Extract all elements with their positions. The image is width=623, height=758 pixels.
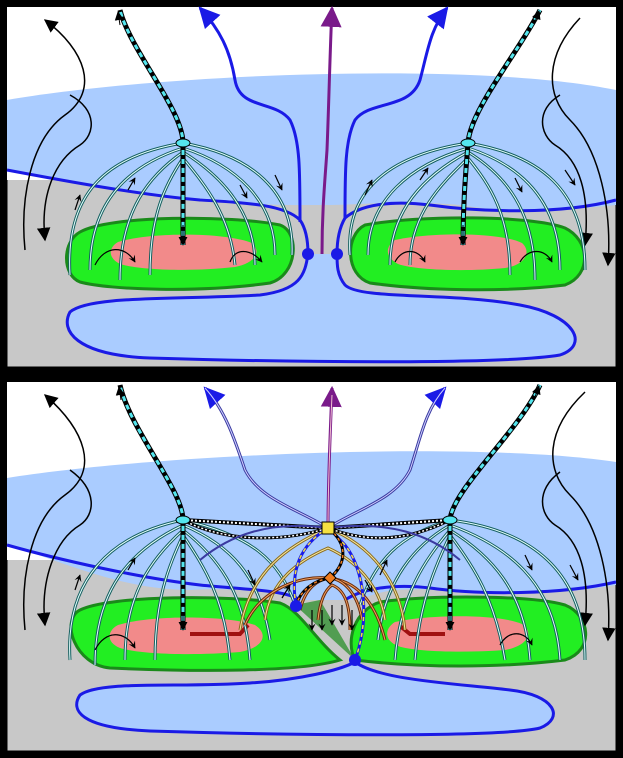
- bottom-open-far-right: [327, 524, 461, 561]
- top-blue-open-right: [343, 6, 449, 219]
- bottom-open-purple-inner: [327, 394, 333, 529]
- bottom-open-left-inner: [204, 387, 329, 529]
- top-field-line-left-inner: [36, 94, 92, 242]
- top-right-spine: [458, 8, 543, 246]
- top-separatrix-left: [6, 168, 310, 255]
- top-left-umbra: [110, 234, 257, 270]
- top-loop-arrows: [74, 167, 576, 266]
- bottom-right-null-point: [442, 515, 458, 525]
- bottom-null-left: [290, 600, 302, 612]
- bottom-right-spine: [442, 383, 543, 631]
- bottom-left-null-point: [175, 515, 191, 525]
- top-field-line-right-outer: [551, 17, 616, 267]
- bottom-lower-lobe: [75, 660, 555, 737]
- bottom-right-ribbon: [398, 624, 445, 636]
- bottom-right-umbra: [387, 616, 529, 652]
- top-field-line-right-inner: [541, 94, 593, 247]
- top-right-null-point: [460, 138, 476, 148]
- top-left-null-point: [175, 138, 191, 148]
- top-null-right: [331, 248, 343, 260]
- top-panel: [2, 2, 621, 372]
- bottom-field-line-right-outer: [552, 391, 616, 642]
- bottom-flare-arrows: [281, 579, 373, 631]
- top-left-spine: [114, 9, 191, 246]
- top-lower-lobe: [65, 253, 577, 364]
- bottom-left-spine: [115, 384, 191, 631]
- bottom-panel: [2, 377, 621, 756]
- bottom-open-far-left: [199, 524, 329, 561]
- bottom-open-right-inner: [327, 387, 446, 529]
- top-null-left: [302, 248, 314, 260]
- bottom-field-line-left-inner: [36, 469, 92, 627]
- bottom-field-line-right-inner: [541, 471, 593, 627]
- bottom-orange-null: [323, 571, 337, 585]
- top-blue-open-left: [198, 6, 302, 223]
- top-field-line-left-outer: [23, 19, 86, 251]
- bottom-loop-arrows: [74, 554, 579, 651]
- top-open-field-purple: [320, 5, 342, 255]
- bottom-field-line-left-outer: [23, 394, 86, 631]
- bottom-central-null: [321, 521, 335, 535]
- bottom-null-right: [349, 654, 361, 666]
